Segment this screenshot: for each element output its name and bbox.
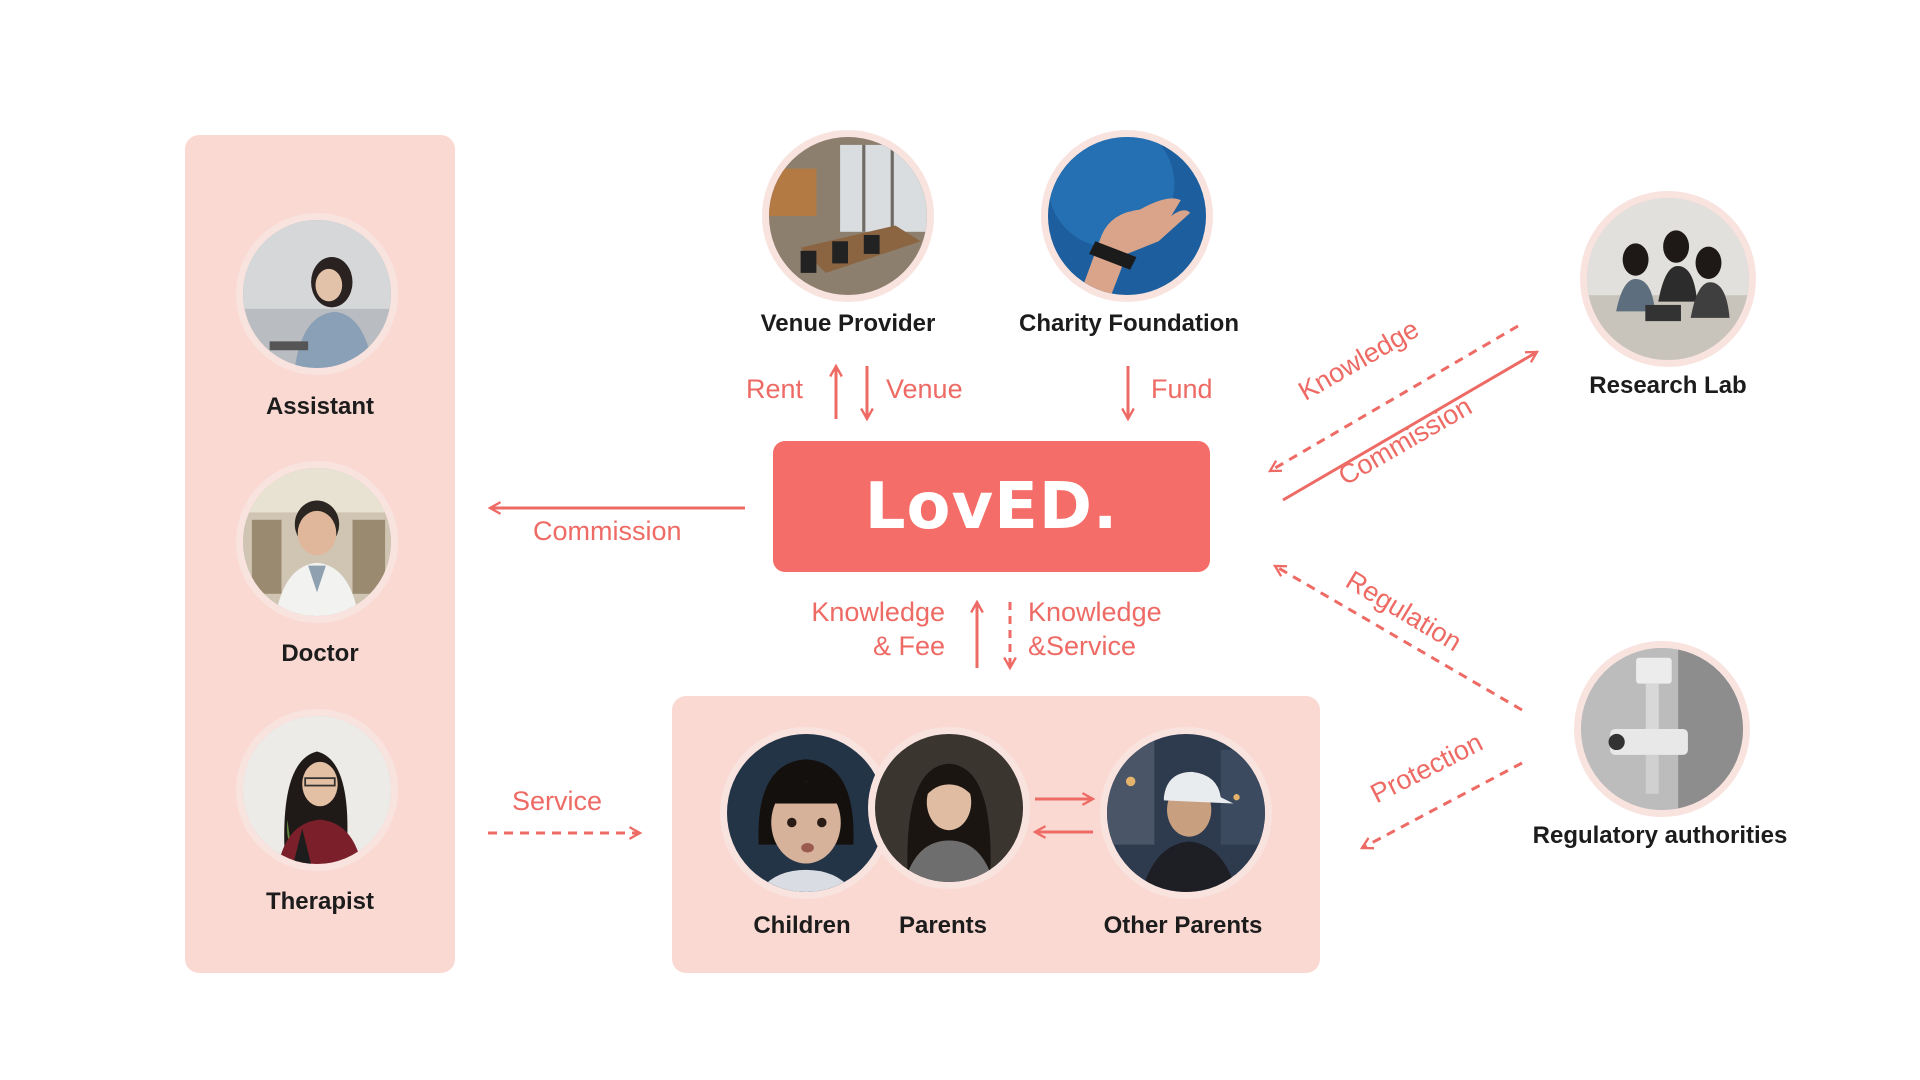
venue-provider-avatar bbox=[762, 130, 934, 302]
research-lab-avatar bbox=[1580, 191, 1756, 367]
regulation-arrow bbox=[1275, 564, 1523, 712]
doctor-label: Doctor bbox=[281, 640, 359, 667]
venue-label: Venue bbox=[886, 374, 963, 404]
service-label: Service bbox=[512, 786, 603, 816]
other-parents-label: Other Parents bbox=[1103, 912, 1263, 939]
brand-logo: LovED. bbox=[864, 469, 1119, 544]
charity-foundation-avatar bbox=[1041, 130, 1213, 302]
commission-research-arrow bbox=[1282, 350, 1537, 502]
research-lab-label: Research Lab bbox=[1589, 372, 1747, 399]
rent-label: Rent bbox=[745, 374, 803, 404]
therapist-avatar bbox=[236, 709, 398, 871]
parents-avatar bbox=[868, 727, 1030, 889]
loved-brand-box: LovED. bbox=[773, 441, 1210, 572]
knowledge-service-line1: Knowledge bbox=[1028, 597, 1162, 627]
regulatory-avatar bbox=[1574, 641, 1750, 817]
therapist-label: Therapist bbox=[265, 888, 375, 915]
regulatory-label: Regulatory authorities bbox=[1532, 822, 1788, 849]
children-avatar bbox=[720, 727, 892, 899]
venue-provider-label: Venue Provider bbox=[760, 310, 936, 337]
knowledge-fee-line1: Knowledge bbox=[811, 597, 945, 627]
assistant-avatar bbox=[236, 213, 398, 375]
commission-left-label: Commission bbox=[533, 516, 682, 546]
children-label: Children bbox=[753, 912, 851, 939]
fund-label: Fund bbox=[1151, 374, 1213, 404]
knowledge-service-line2: &Service bbox=[1028, 631, 1137, 661]
other-parents-avatar bbox=[1100, 727, 1272, 899]
protection-arrow bbox=[1362, 761, 1523, 848]
assistant-label: Assistant bbox=[265, 393, 375, 420]
doctor-avatar bbox=[236, 461, 398, 623]
parents-label: Parents bbox=[898, 912, 988, 939]
knowledge-fee-line2: & Fee bbox=[872, 631, 945, 661]
charity-foundation-label: Charity Foundation bbox=[1019, 310, 1239, 337]
